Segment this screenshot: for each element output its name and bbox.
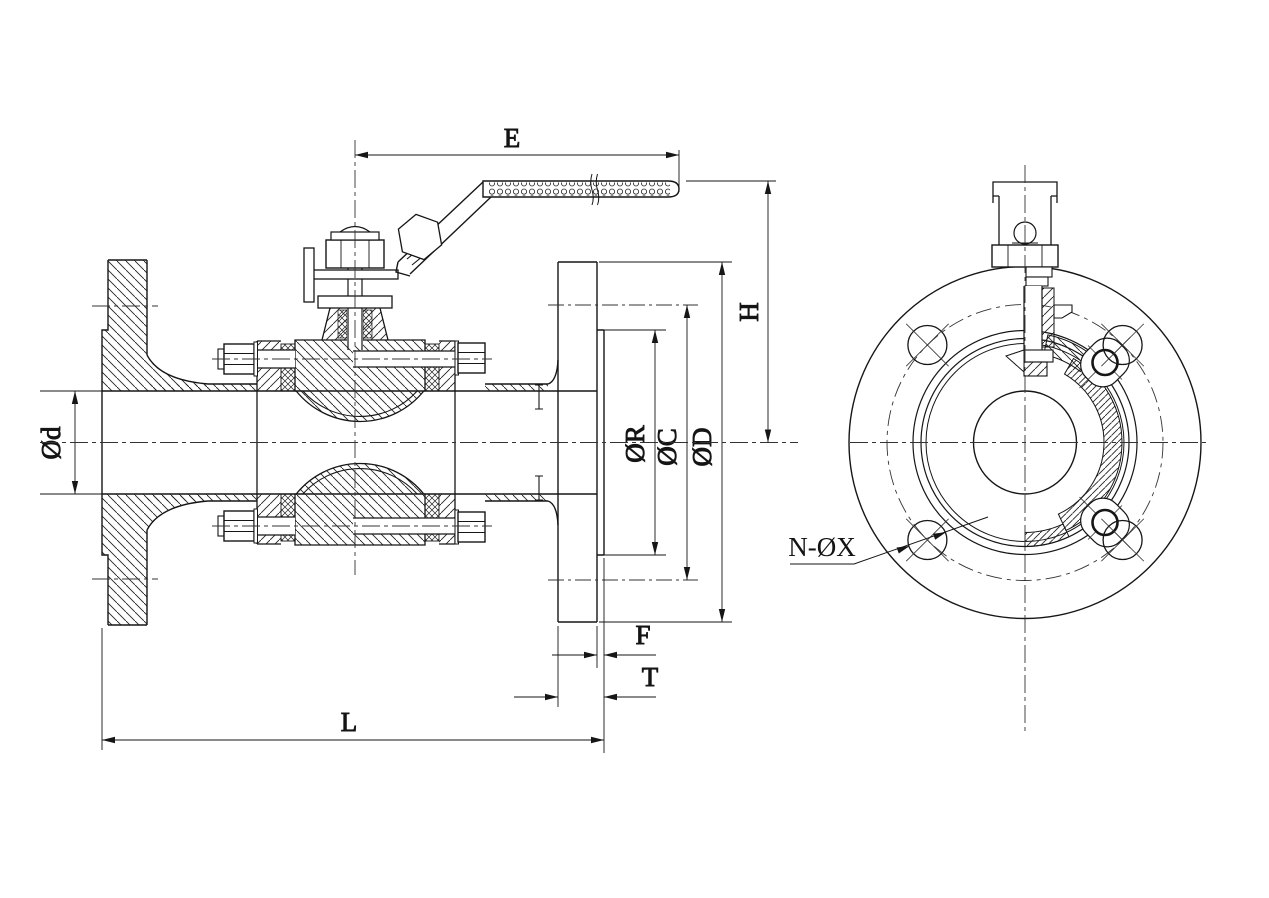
dim-L: L (101, 628, 604, 750)
handle-grip (487, 182, 670, 196)
stem-dome (339, 225, 371, 233)
dim-label-bolt-circle: ØC (652, 428, 682, 466)
stem-stop-tab (1053, 304, 1073, 319)
dim-flange-od: ØD (599, 261, 732, 623)
bolt-holes-callout: N-ØX (788, 516, 989, 565)
right-pipe (485, 359, 559, 526)
body-bolt-centerlines (212, 358, 492, 527)
pipe-weld-end-bottom (535, 475, 543, 501)
handle-lever (395, 173, 680, 277)
dim-label-T: T (642, 662, 659, 692)
dim-label-L: L (341, 707, 358, 737)
bracket-hook (303, 247, 315, 303)
dimensions: E H Ød ØR ØC (36, 123, 776, 753)
handle-break-mark (590, 173, 600, 206)
dim-H: H (686, 180, 776, 443)
seat-wedge (1005, 349, 1025, 374)
ball-seat-arc-top (302, 390, 418, 418)
dim-label-F: F (635, 620, 650, 650)
dim-label-flange-od: ØD (687, 428, 717, 467)
handle-bracket (305, 269, 399, 280)
left-flange-hole-centerlines (92, 305, 158, 580)
flange-bolt-holes (905, 323, 1145, 562)
end-view-stem (991, 181, 1073, 377)
dim-label-E: E (504, 123, 521, 153)
ball-seat-arc-bottom (302, 467, 418, 495)
handle-lock-nut (397, 213, 443, 261)
dim-label-bolt-holes: N-ØX (788, 532, 856, 562)
dim-E: E (355, 123, 680, 192)
dim-F: F (552, 558, 656, 753)
dim-label-H: H (734, 302, 764, 322)
dim-T: T (514, 626, 659, 707)
dim-bolt-circle: ØC (548, 304, 698, 581)
dim-label-raised-face: ØR (620, 425, 650, 463)
pipe-weld-end-top (535, 384, 543, 410)
dim-raised-face: ØR (599, 329, 666, 556)
centerlines (40, 140, 1207, 735)
side-section-view (101, 173, 680, 626)
